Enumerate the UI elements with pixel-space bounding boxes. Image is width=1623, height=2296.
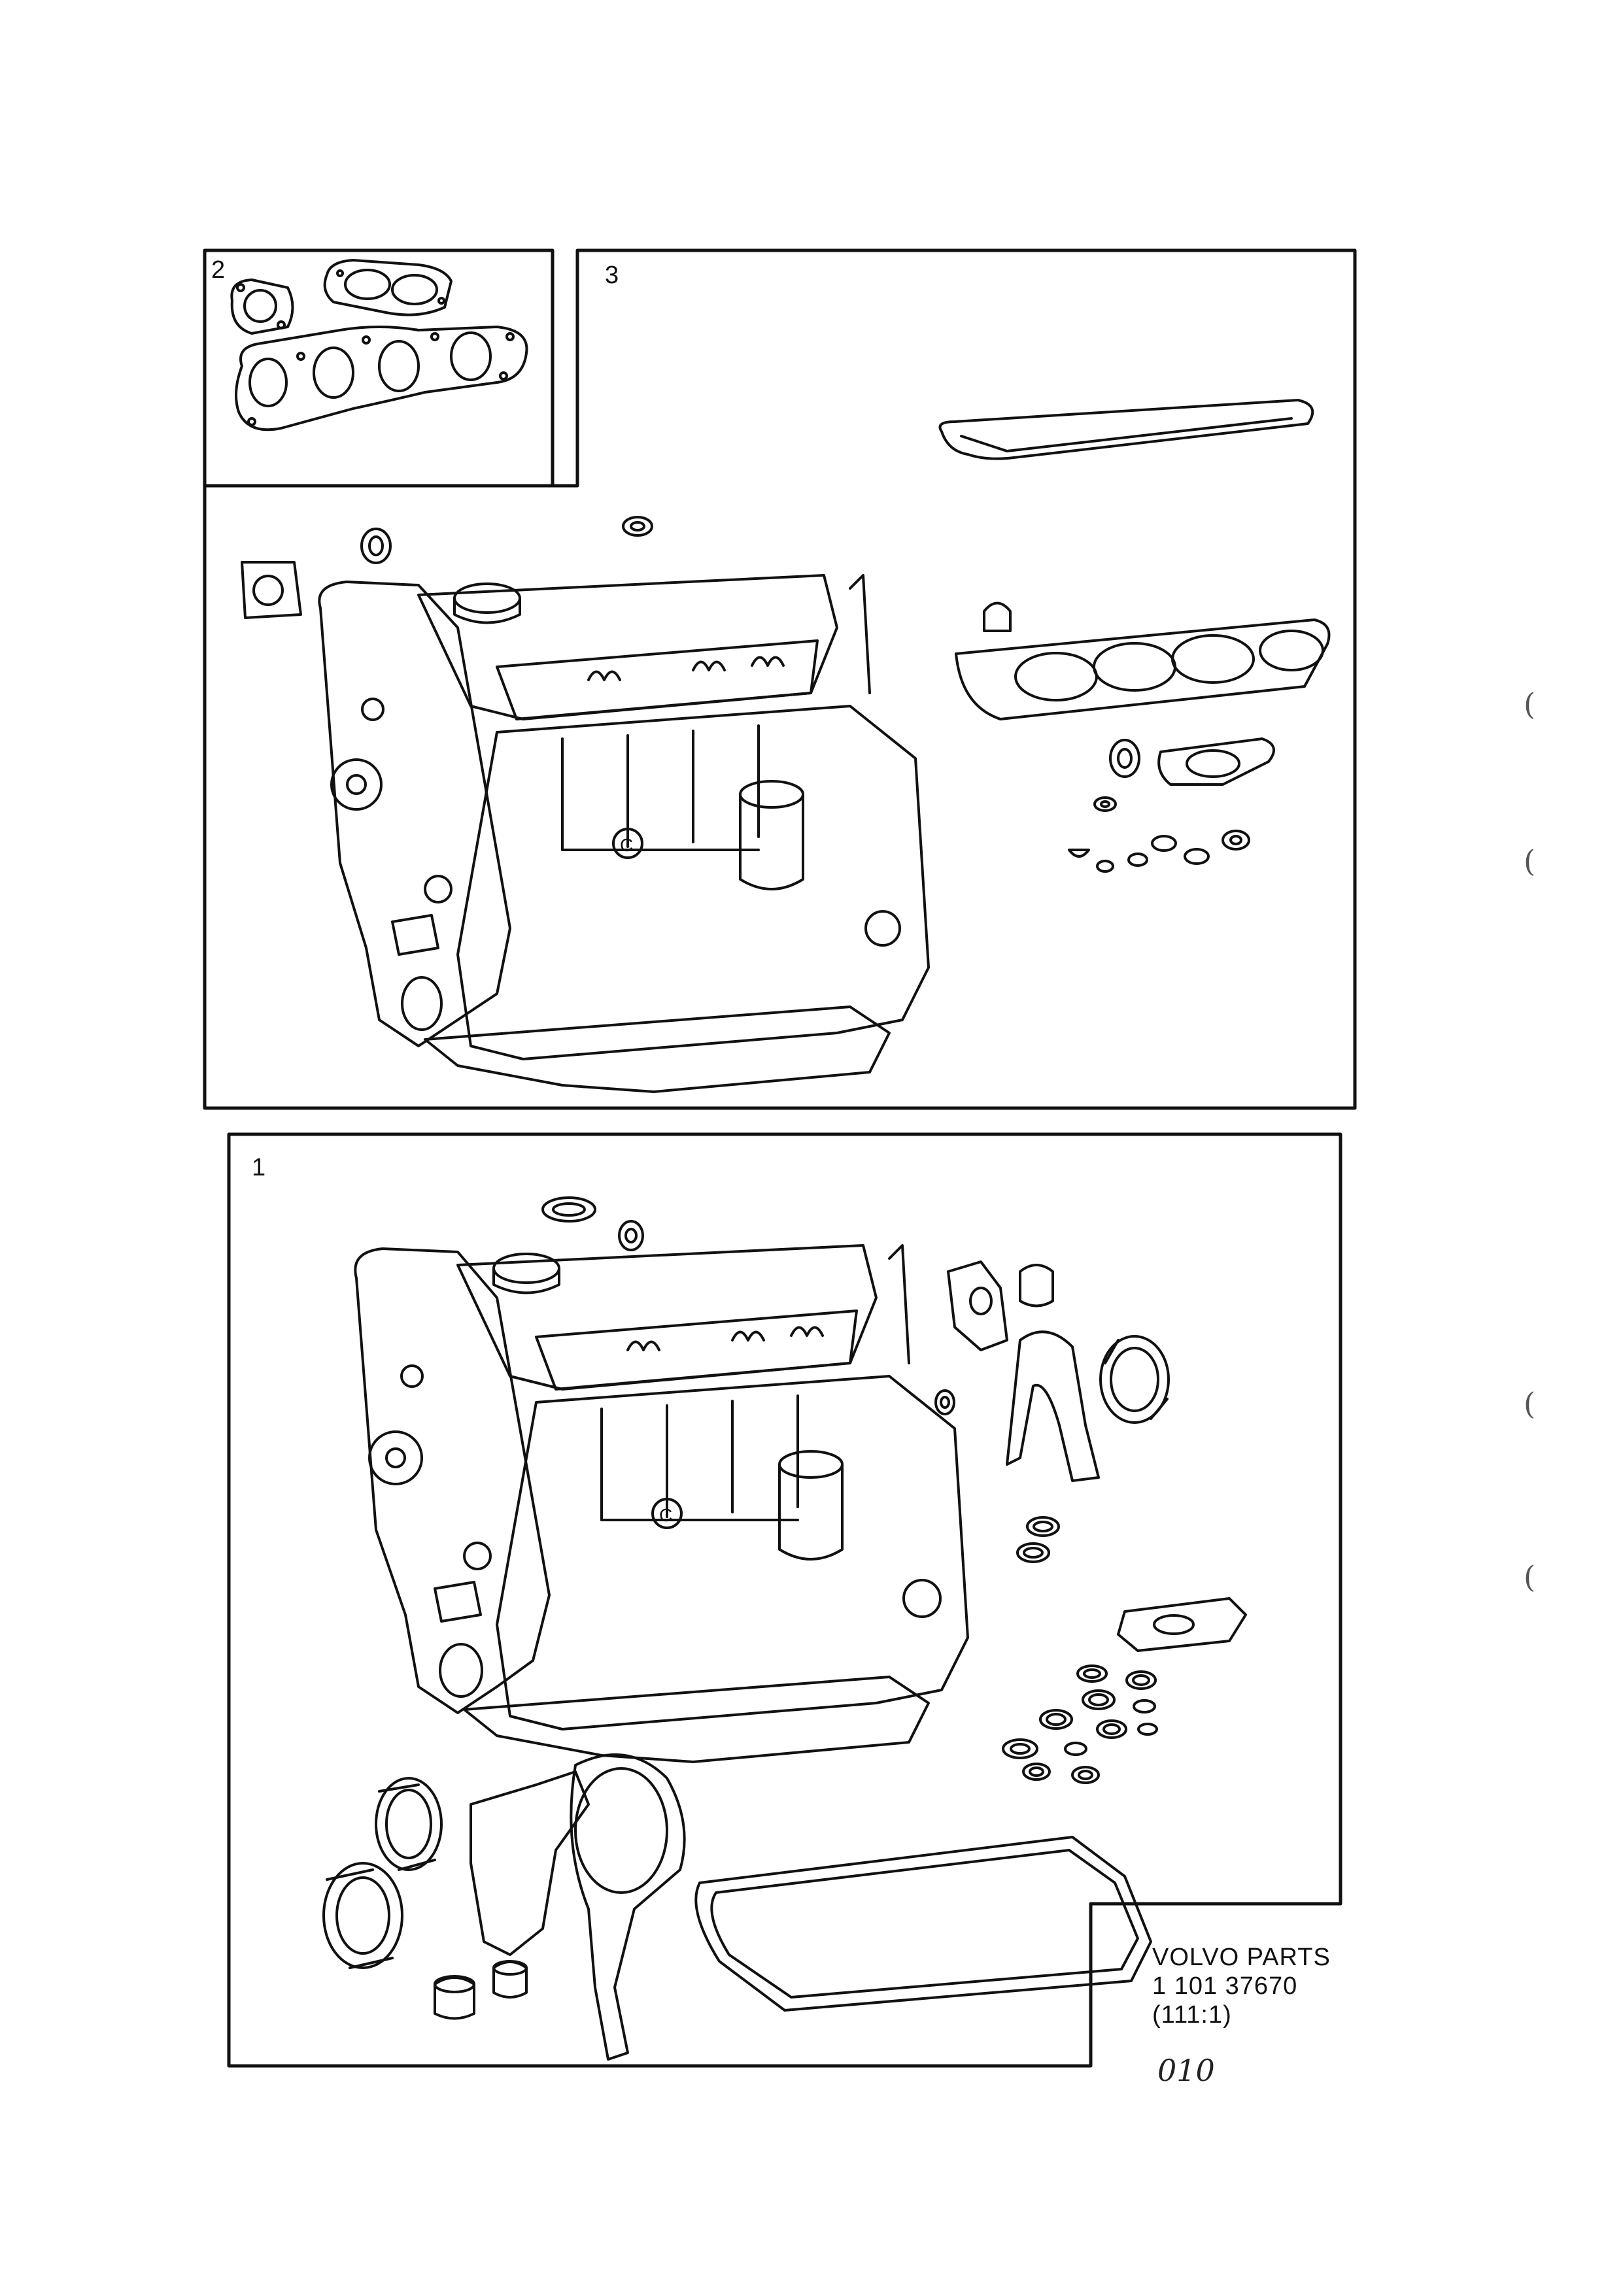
panel-3-label: 3 <box>605 262 619 289</box>
panel-2-label: 2 <box>211 256 226 284</box>
panel-3-engine: C <box>318 574 930 1093</box>
panel-3-frame <box>203 248 1357 1110</box>
margin-mark: ( <box>1524 686 1535 722</box>
panel-1-label: 1 <box>252 1154 266 1181</box>
panel-1-engine: C <box>354 1244 969 1763</box>
margin-mark: ( <box>1524 843 1535 879</box>
parts-brand: VOLVO PARTS <box>1152 1944 1331 1971</box>
panel-1-gaskets <box>322 1196 1247 2061</box>
margin-mark: ( <box>1524 1386 1535 1421</box>
svg-text:C: C <box>659 1505 672 1525</box>
panel-2-gaskets <box>230 259 528 431</box>
panel-1-frame <box>227 1132 1342 2068</box>
margin-mark: ( <box>1524 1559 1535 1595</box>
parts-info-block: VOLVO PARTS 1 101 37670 (111:1) <box>1152 1943 1331 2029</box>
svg-text:C: C <box>620 835 633 855</box>
parts-number: 1 101 37670 <box>1152 1972 1298 2000</box>
panel-3-gaskets <box>241 399 1331 873</box>
parts-group: (111:1) <box>1152 2001 1232 2029</box>
handwritten-note: 010 <box>1157 2053 1215 2088</box>
